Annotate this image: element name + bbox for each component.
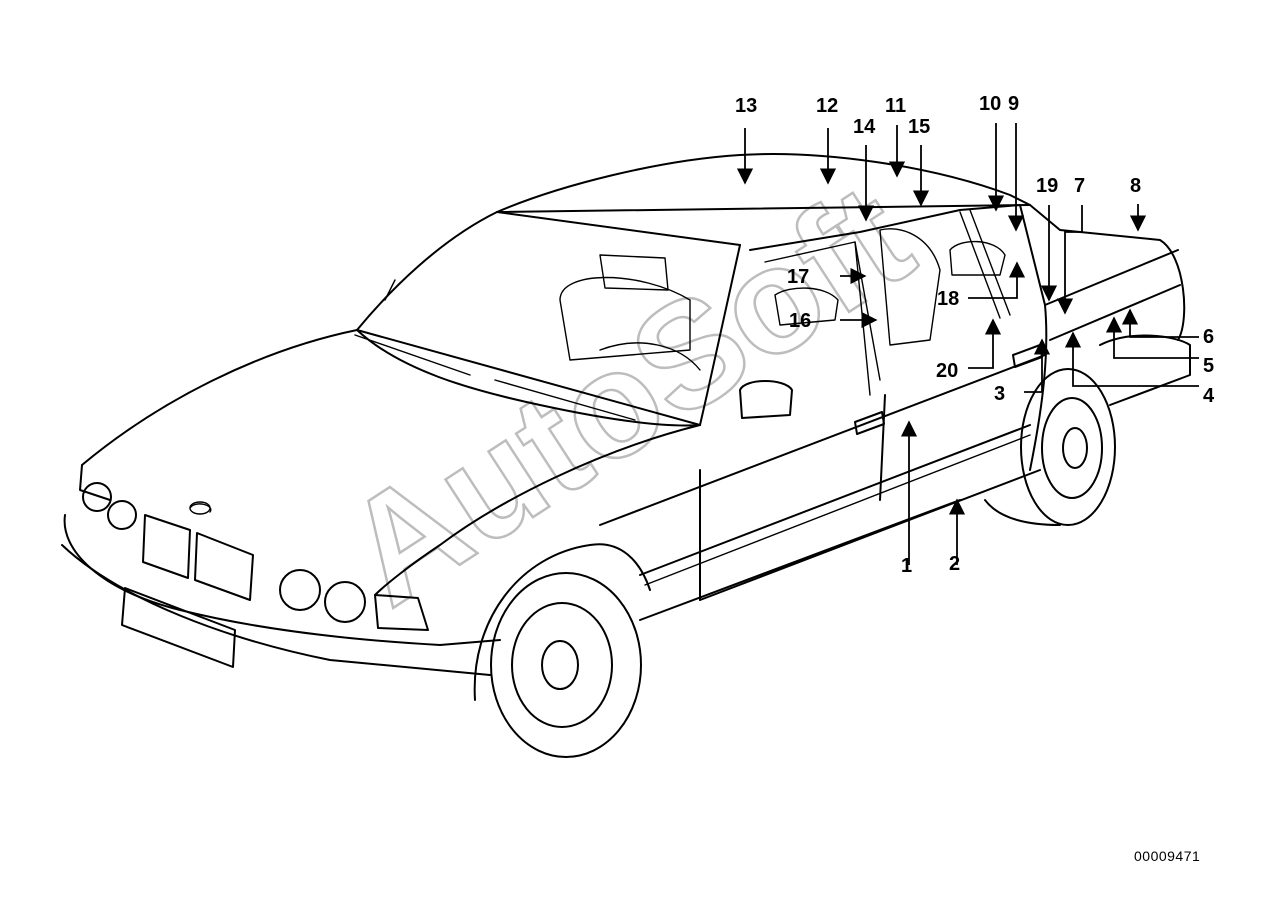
callout-2: 2 [949,553,960,575]
callout-20: 20 [936,360,958,382]
leader-lines [736,123,1199,565]
callout-7: 7 [1074,175,1085,197]
callout-1: 1 [901,555,912,577]
callout-8: 8 [1130,175,1141,197]
callout-3: 3 [994,383,1005,405]
document-id: 00009471 [1134,848,1201,864]
callout-19: 19 [1036,175,1058,197]
callout-17: 17 [787,266,809,288]
callout-13: 13 [735,95,757,117]
callout-16: 16 [789,310,811,332]
car-line-drawing [61,153,1191,758]
callout-6: 6 [1203,326,1214,348]
callout-5: 5 [1203,355,1214,377]
callout-9: 9 [1008,93,1019,115]
callout-14: 14 [853,116,876,138]
callout-labels: 1 2 3 4 5 6 7 8 9 10 11 12 13 14 15 16 1… [735,93,1215,577]
callout-4: 4 [1203,385,1215,407]
callout-11: 11 [885,95,906,117]
callout-15: 15 [908,116,930,138]
callout-18: 18 [937,288,959,310]
callout-10: 10 [979,93,1001,115]
callout-12: 12 [816,95,838,117]
autosoft-watermark: AutoSoft [316,151,938,637]
